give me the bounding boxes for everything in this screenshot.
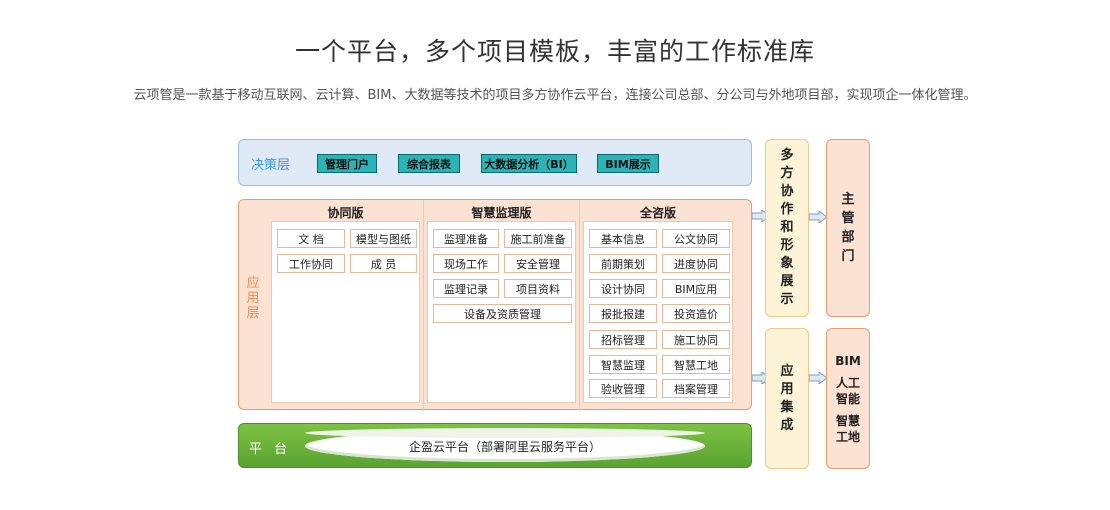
item-sup-record: 监理记录 [433, 279, 499, 298]
page-title: 一个平台，多个项目模板，丰富的工作标准库 [294, 37, 815, 66]
item-doc-collab: 公文协同 [662, 229, 730, 248]
col-collab-title: 协同版 [327, 206, 364, 220]
item-investment: 投资造价 [662, 304, 730, 323]
item-pre-construction: 施工前准备 [504, 229, 572, 248]
item-project-docs: 项目资料 [504, 279, 572, 298]
decision-tag-bi: 大数据分析（BI） [481, 154, 577, 173]
item-bidding: 招标管理 [589, 330, 657, 349]
application-layer: 应用层 协同版 文 档 模型与图纸 工作协同 成 员 智慧监理版 监理准备 施工… [238, 199, 752, 411]
col-full: 全咨版 基本信息 公文协同 前期策划 进度协同 设计协同 BIM应用 报批报建 … [580, 200, 736, 411]
item-model: 模型与图纸 [350, 229, 417, 248]
tech-box: BIM 人工智能 智慧工地 [826, 328, 870, 469]
item-planning: 前期策划 [589, 254, 657, 273]
col-supervision-panel: 监理准备 施工前准备 现场工作 安全管理 监理记录 项目资料 设备及资质管理 [427, 221, 576, 403]
app-integration-box: 应用集成 [765, 328, 809, 469]
col-supervision-title: 智慧监理版 [471, 206, 532, 220]
item-members: 成 员 [350, 254, 417, 273]
col-full-title: 全咨版 [639, 206, 676, 220]
item-site-work: 现场工作 [433, 254, 499, 273]
app-integration-text: 应用集成 [780, 363, 794, 433]
item-progress: 进度协同 [662, 254, 730, 273]
main-dept-box: 主管部门 [826, 139, 870, 317]
cloud-platform-text: 企盈云平台（部署阿里云服务平台） [408, 440, 601, 454]
decision-tag-bim: BIM展示 [597, 154, 659, 173]
item-archive: 档案管理 [662, 379, 730, 398]
tech-ai: 人工智能 [835, 375, 860, 406]
item-work-collab: 工作协同 [277, 254, 345, 273]
item-smart-supervision: 智慧监理 [589, 355, 657, 374]
application-layer-label: 应用层 [246, 276, 260, 321]
item-approval: 报批报建 [589, 304, 657, 323]
item-sup-prep: 监理准备 [433, 229, 499, 248]
item-smart-site: 智慧工地 [662, 355, 730, 374]
platform-layer-label: 平 台 [249, 442, 292, 457]
item-basic-info: 基本信息 [589, 229, 657, 248]
item-construction: 施工协同 [662, 330, 730, 349]
tech-smart-site: 智慧工地 [835, 413, 860, 444]
col-collab: 协同版 文 档 模型与图纸 工作协同 成 员 [268, 200, 424, 411]
col-collab-panel: 文 档 模型与图纸 工作协同 成 员 [271, 221, 420, 403]
arrow-right-icon [809, 372, 827, 384]
tech-bim: BIM [835, 353, 861, 368]
item-acceptance: 验收管理 [589, 379, 657, 398]
decision-tag-report: 综合报表 [398, 154, 460, 173]
decision-layer: 决策层 管理门户 综合报表 大数据分析（BI） BIM展示 [238, 139, 752, 186]
multi-party-text: 多方协作和形象展示 [780, 148, 794, 307]
item-equipment: 设备及资质管理 [433, 304, 572, 323]
item-design: 设计协同 [589, 279, 657, 298]
page-subtitle: 云项管是一款基于移动互联网、云计算、BIM、大数据等技术的项目多方协作云平台，连… [133, 88, 977, 103]
item-bim-app: BIM应用 [662, 279, 730, 298]
item-doc: 文 档 [277, 229, 345, 248]
cloud-cylinder-top [305, 428, 705, 438]
main-dept-text: 主管部门 [841, 192, 855, 264]
multi-party-box: 多方协作和形象展示 [765, 139, 809, 317]
platform-layer: 平 台 企盈云平台（部署阿里云服务平台） [238, 423, 752, 468]
decision-layer-label: 决策层 [251, 158, 291, 173]
col-supervision: 智慧监理版 监理准备 施工前准备 现场工作 安全管理 监理记录 项目资料 设备及… [424, 200, 580, 411]
arrow-right-icon [809, 211, 827, 223]
col-full-panel: 基本信息 公文协同 前期策划 进度协同 设计协同 BIM应用 报批报建 投资造价… [583, 221, 733, 403]
tech-list: BIM 人工智能 智慧工地 [828, 353, 868, 445]
item-safety: 安全管理 [504, 254, 572, 273]
decision-tag-portal: 管理门户 [317, 154, 377, 173]
